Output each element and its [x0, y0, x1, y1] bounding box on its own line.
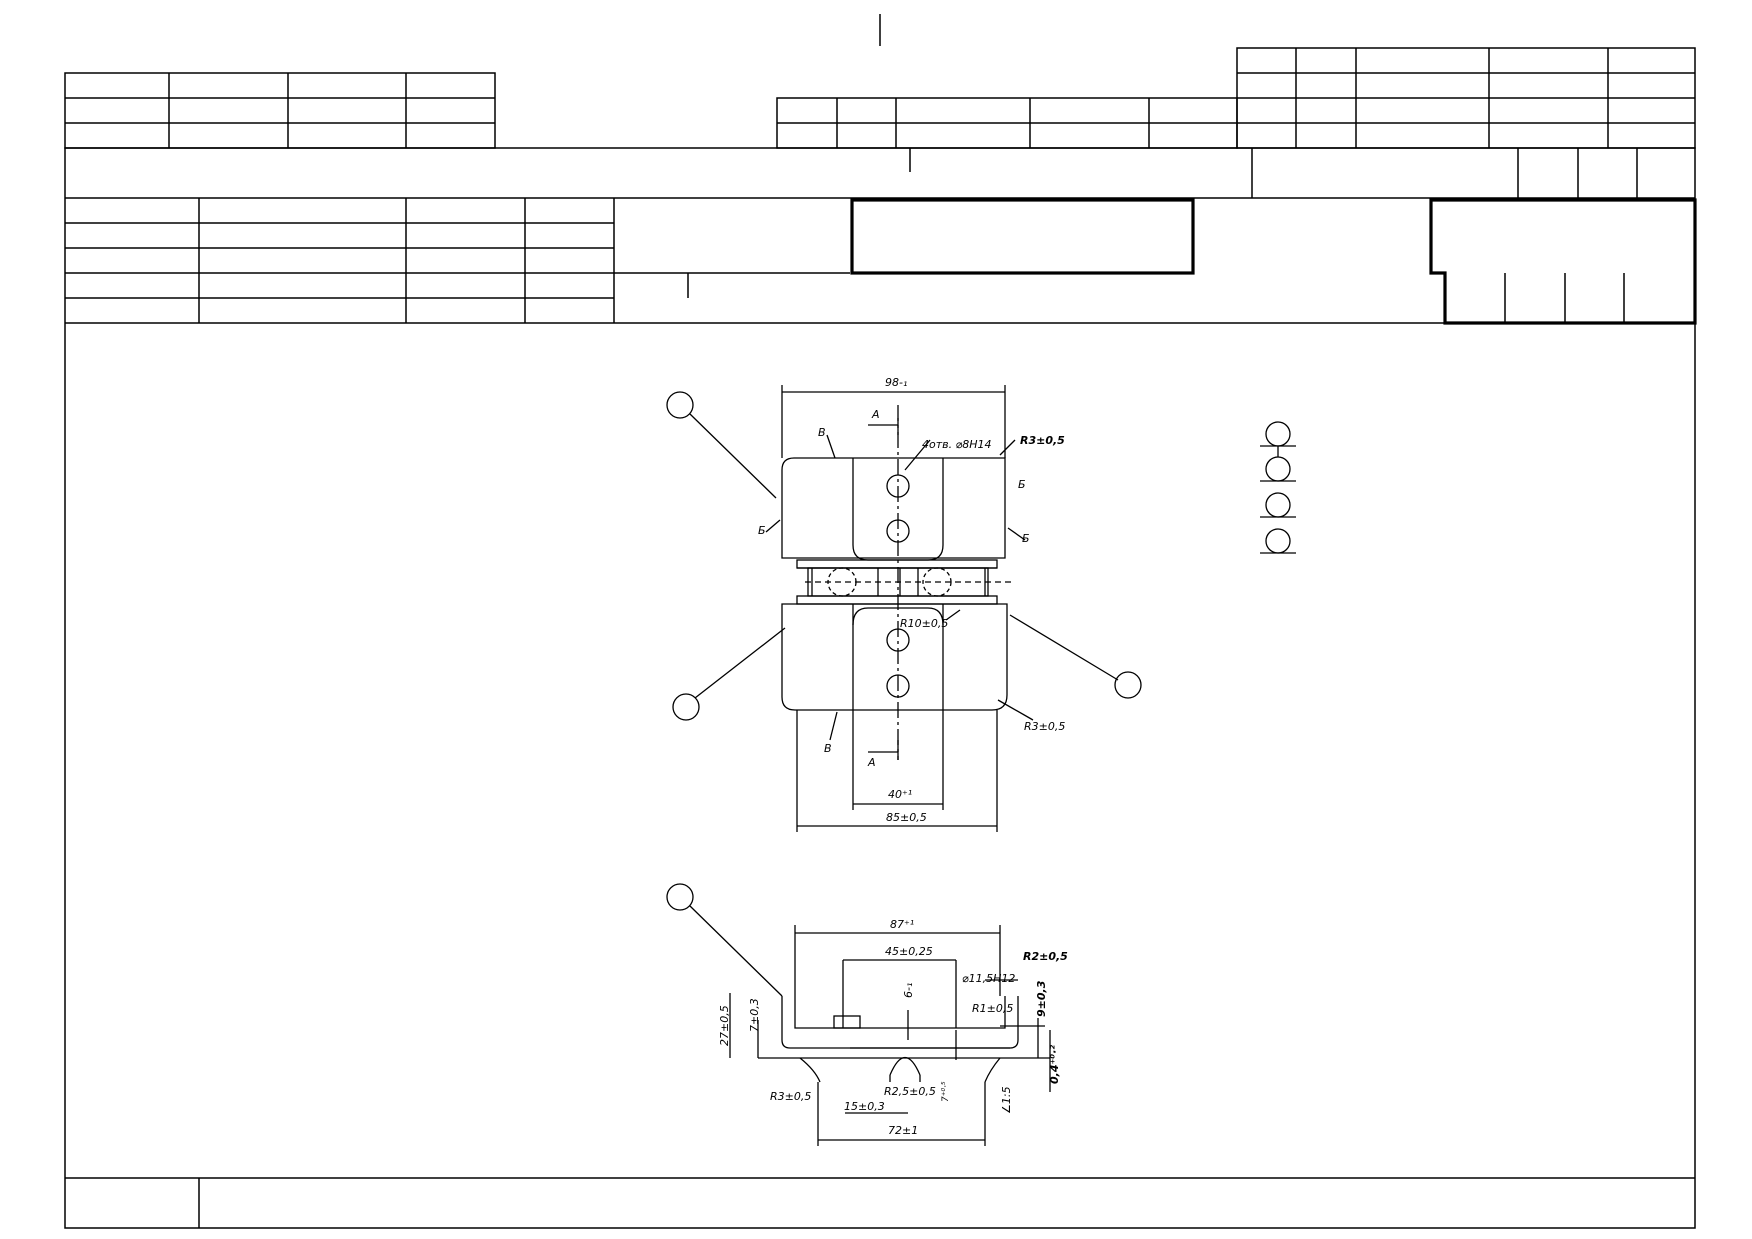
dim-7-left: 7±0,3: [748, 998, 761, 1032]
dim-slot: 40⁺¹: [888, 788, 912, 801]
dim-72: 72±1: [888, 1124, 918, 1137]
label-mark-v-bottom: В: [824, 742, 832, 755]
dim-slope: ∠1:5: [1000, 1086, 1013, 1114]
label-radius-top: R3±0,5: [1020, 434, 1065, 447]
dim-r25: R2,5±0,5: [884, 1085, 936, 1098]
dim-6: 6-₁: [902, 983, 915, 998]
dim-width-total: 98-₁: [885, 376, 907, 389]
dim-04: 0,4⁺⁰·²: [1048, 1045, 1061, 1084]
dim-9: 9±0,3: [1035, 980, 1048, 1017]
dim-hole: ⌀11,5Н12: [962, 972, 1015, 985]
label-mark-b-right: Б: [1022, 532, 1030, 545]
label-holes: 4отв. ⌀8Н14: [922, 438, 992, 451]
header-left-table: [65, 198, 850, 323]
section-view: [729, 925, 1051, 1146]
dim-r3: R3±0,5: [770, 1090, 811, 1103]
dim-15: 15±0,3: [844, 1100, 885, 1113]
label-mark-b-left: Б: [758, 524, 766, 537]
dim-r1: R1±0,5: [972, 1002, 1013, 1015]
callout-bubble: [666, 883, 694, 911]
dim-45: 45±0,25: [885, 945, 933, 958]
label-mark-b-right-upper: Б: [1018, 478, 1026, 491]
callout-bubble: [1114, 671, 1142, 699]
dim-width: 85±0,5: [886, 811, 927, 824]
thick-box-center: [850, 198, 1195, 275]
dim-7-bottom: 7⁺⁰·⁵: [941, 1081, 951, 1102]
main-border: [64, 147, 1696, 1229]
callout-bubble: [666, 391, 694, 419]
thick-box-right: [1429, 198, 1697, 325]
symbol-column: [1260, 421, 1296, 554]
dim-r2: R2±0,5: [1023, 950, 1068, 963]
label-section-bottom: А: [867, 756, 876, 769]
label-section-top: А: [871, 408, 880, 421]
dim-27: 27±0,5: [718, 1005, 731, 1046]
label-mark-v-top: В: [818, 426, 826, 439]
label-radius-slot: R10±0,5: [900, 617, 948, 630]
label-radius-bottom: R3±0,5: [1024, 720, 1065, 733]
top-view: [765, 385, 1034, 832]
callout-bubble: [672, 693, 700, 721]
dim-top: 87⁺¹: [890, 918, 914, 931]
